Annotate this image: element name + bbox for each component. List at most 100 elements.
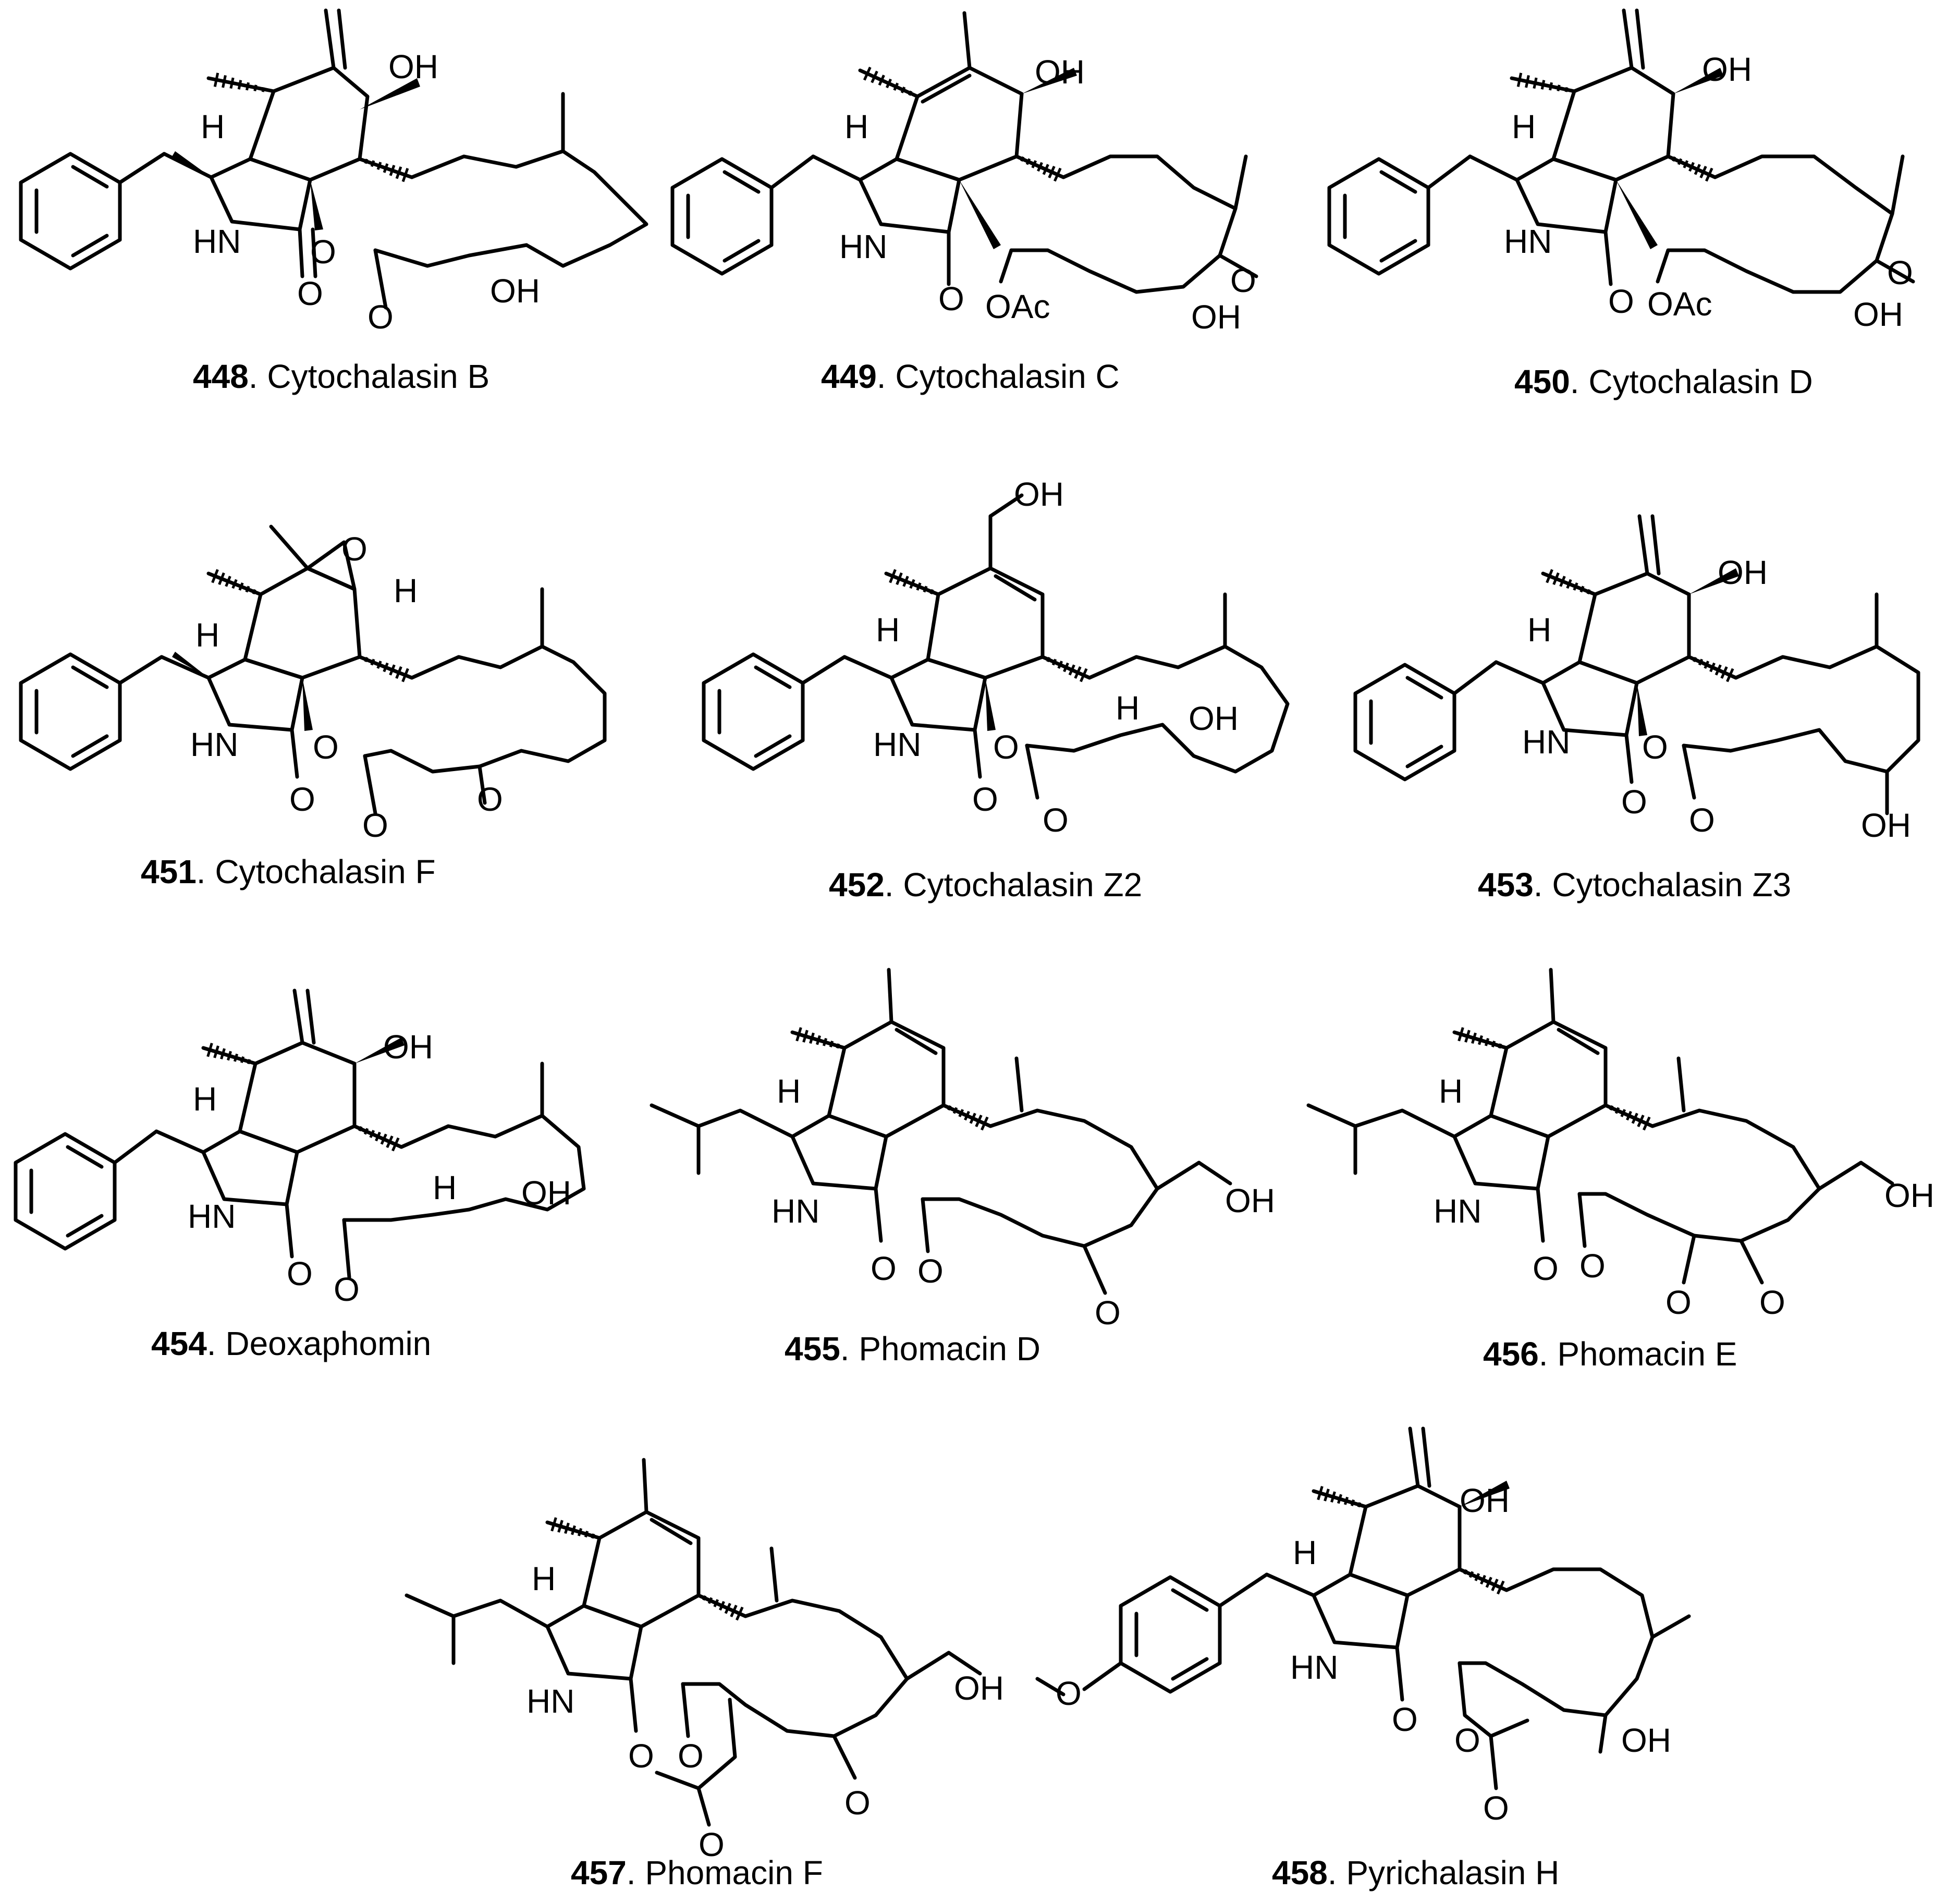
hashed-bond-stroke [1330,1491,1336,1503]
hashed-bond-stroke [947,1105,952,1111]
hashed-bond-stroke [1484,1038,1490,1046]
label-oh: OH [1621,1722,1671,1759]
hashed-bond-stroke [829,1041,834,1047]
hashed-bond-stroke [1631,1113,1638,1124]
label-oh: OH [1191,298,1241,336]
hashed-bond-stroke [1683,160,1689,168]
hashed-bond-stroke [227,1051,232,1061]
label-oh: OH [388,48,438,86]
structure-450 [1327,8,1915,294]
label-hn: HN [1290,1649,1338,1686]
hashed-bond-stroke [1725,668,1734,682]
hashed-bond-stroke [923,585,928,593]
structure-451 [19,524,607,815]
compound-name: Cytochalasin D [1588,363,1813,400]
label-h: H [844,108,868,145]
hashed-bond-stroke [980,1116,989,1131]
caption-451: 451. Cytochalasin F [141,853,436,890]
hashed-bond-stroke [908,90,913,96]
hashed-bond-stroke [550,1517,557,1532]
hashed-bond-stroke [584,1531,589,1537]
hashed-bond-stroke [1048,166,1056,178]
label-o: O [1689,801,1715,839]
hashed-bond-stroke [218,572,225,585]
label-o: O [368,298,394,336]
hashed-bond-stroke [713,1599,719,1607]
label-oh: OH [1035,53,1085,91]
hashed-bond-stroke [389,165,396,176]
hashed-bond-stroke [1573,582,1578,591]
hashed-bond-stroke [885,78,892,89]
hashed-bond-stroke [702,1595,707,1601]
hashed-bond-stroke [1350,1499,1355,1506]
hashed-bond-stroke [964,1110,970,1121]
caption-449: 449. Cytochalasin C [821,358,1120,395]
hashed-bond-stroke [233,1053,239,1062]
label-h: H [195,616,219,654]
label-o: O [1642,728,1668,766]
structure-453 [1353,514,1920,815]
label-hn: HN [190,726,238,763]
compound-number: 455 [785,1330,840,1368]
hashed-bond-stroke [1025,158,1031,165]
hashed-bond-stroke [571,1525,576,1535]
structure-456 [1306,968,1894,1285]
hashed-bond-stroke [1693,656,1697,663]
label-h: H [532,1560,556,1597]
hashed-bond-stroke [1498,1043,1502,1049]
hashed-bond-stroke [735,1606,744,1621]
hashed-bond-stroke [878,75,885,86]
hashed-bond-stroke [900,87,906,93]
hashed-bond-stroke [591,1533,595,1539]
label-hn: HN [526,1682,574,1720]
label-o: O [313,728,339,766]
hashed-bond-stroke [730,1605,738,1617]
hashed-bond-stroke [211,569,219,583]
hashed-bond-stroke [889,569,897,583]
label-o: O [972,780,998,818]
hashed-bond-stroke [231,579,238,589]
compound-number: 456 [1483,1335,1539,1373]
hashed-bond-stroke [958,1109,964,1117]
hashed-bond-stroke [1463,1569,1468,1575]
hashed-bond-stroke [1480,1575,1486,1585]
label-oh: OH [1718,554,1768,591]
hashed-bond-stroke [1704,661,1710,669]
hashed-bond-stroke [929,589,934,595]
structure-458 [1035,1426,1691,1790]
hashed-bond-stroke [1324,1488,1330,1502]
hashed-bond-stroke [577,1528,583,1536]
compound-number: 457 [571,1854,627,1891]
hashed-bond-stroke [1458,1027,1464,1042]
hashed-bond-stroke [1496,1580,1505,1595]
hashed-bond-stroke [375,1131,381,1142]
label-o: O [1056,1675,1082,1712]
label-h: H [394,572,418,609]
hashed-bond-stroke [247,1059,251,1065]
label-o: O [1533,1250,1559,1287]
label-hn: HN [193,223,241,260]
label-oac: OAc [985,288,1050,325]
label-oh: OH [521,1174,571,1212]
compound-name: Cytochalasin Z3 [1552,866,1792,904]
label-o: O [289,780,315,818]
hashed-bond-stroke [1642,1116,1651,1131]
hashed-bond-stroke [916,582,922,591]
structure-455 [650,968,1232,1295]
label-oh: OH [1189,700,1239,737]
compound-number: 451 [141,853,197,890]
hashed-bond-stroke [386,1136,394,1148]
label-o: O [938,280,964,318]
hashed-bond-stroke [252,589,256,595]
label-h: H [1512,108,1536,145]
hashed-bond-stroke [401,168,409,182]
hashed-bond-stroke [1051,658,1057,666]
hashed-bond-stroke [1694,164,1701,175]
hashed-bond-stroke [1464,1030,1471,1043]
hashed-bond-stroke [909,579,915,589]
compound-number: 453 [1478,866,1534,904]
hashed-bond-stroke [1491,1579,1499,1591]
hashed-bond-stroke [1074,666,1082,679]
hashed-bond-stroke [401,668,409,682]
hashed-bond-stroke [1586,589,1591,595]
